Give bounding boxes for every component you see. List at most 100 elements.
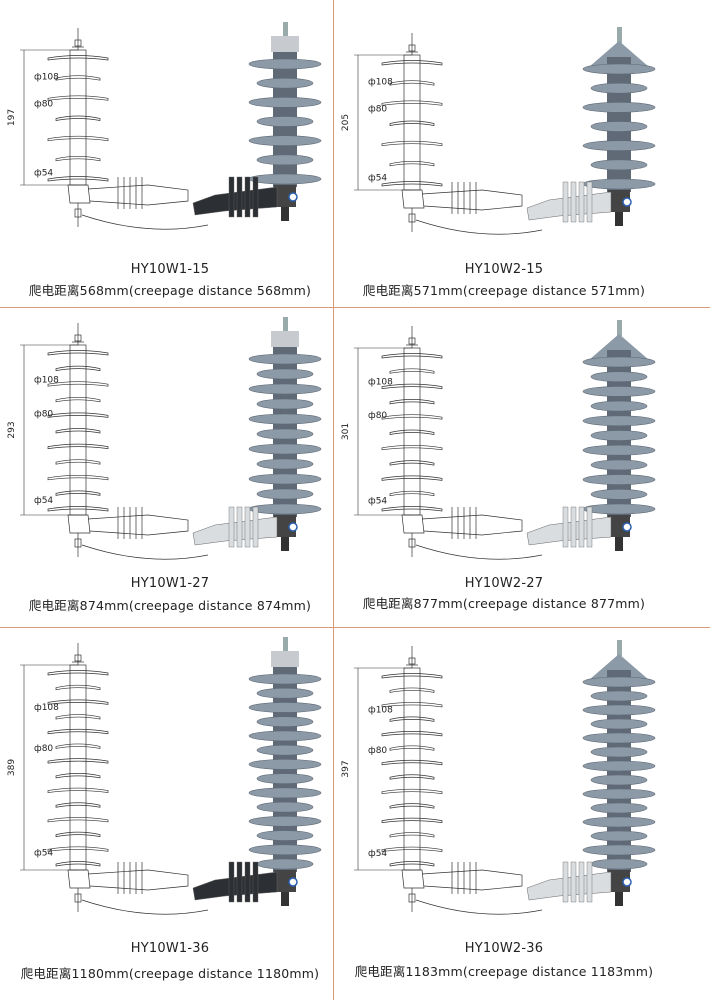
shed	[256, 368, 314, 380]
bracket-fin	[252, 861, 259, 903]
vertical-divider	[333, 0, 334, 1000]
top-cap	[271, 36, 299, 52]
bracket-fin	[236, 506, 243, 548]
height-value: 197	[7, 109, 17, 126]
shed	[590, 718, 648, 730]
height-dimension	[20, 49, 78, 186]
grading-bolt	[288, 522, 298, 532]
diameter-108-label: ф108	[368, 378, 393, 388]
diameter-108-label: ф108	[34, 73, 59, 83]
shed	[582, 63, 656, 75]
shed	[582, 140, 656, 151]
shed	[248, 844, 322, 856]
bottom-terminal	[281, 892, 289, 906]
shed	[590, 802, 648, 814]
bottom-terminal	[615, 212, 623, 226]
top-cone	[589, 334, 649, 360]
diameter-54-label: ф54	[34, 849, 53, 859]
diameter-54-label: ф54	[34, 169, 53, 179]
shed	[590, 774, 648, 786]
mounting-bracket	[526, 871, 612, 901]
bottom-terminal	[615, 537, 623, 551]
bracket-fin	[562, 861, 569, 903]
shed	[256, 858, 314, 870]
diameter-108-label: ф108	[368, 705, 393, 715]
model-label: HY10W2-36	[464, 941, 544, 956]
top-cap	[271, 651, 299, 667]
bracket-fin	[244, 176, 251, 218]
shed	[248, 702, 322, 713]
arrester-photo	[526, 27, 656, 226]
shed	[248, 816, 322, 827]
diameter-80-label: ф80	[34, 100, 53, 110]
shed	[248, 353, 322, 365]
shed	[582, 732, 656, 744]
top-cap	[271, 331, 299, 347]
base	[608, 515, 630, 537]
shed	[582, 816, 656, 828]
shed	[248, 503, 322, 515]
bracket-fin	[236, 861, 243, 903]
shed	[582, 844, 656, 856]
shed	[248, 413, 322, 425]
shed	[582, 356, 656, 368]
shed	[248, 730, 322, 742]
bracket-fin	[244, 861, 251, 903]
diameter-54-label: ф54	[368, 496, 387, 506]
line-drawing	[381, 326, 543, 560]
shed	[590, 489, 648, 500]
height-dimension	[20, 664, 78, 871]
bottom-terminal	[281, 537, 289, 551]
shed	[256, 744, 314, 756]
shed	[590, 82, 648, 94]
horizontal-divider-2	[0, 627, 710, 628]
grading-bolt	[288, 877, 298, 887]
shed	[582, 760, 656, 772]
horizontal-divider-1	[0, 307, 710, 308]
arrester-photo	[526, 640, 656, 906]
shed	[248, 673, 322, 685]
creepage-label: 爬电距离571mm(creepage distance 571mm)	[362, 283, 646, 298]
height-value: 205	[341, 114, 351, 131]
bracket-fin	[244, 506, 251, 548]
model-label: HY10W2-15	[464, 262, 544, 277]
shed	[582, 178, 656, 190]
shed	[582, 503, 656, 515]
shed	[248, 443, 322, 455]
diameter-80-label: ф80	[368, 746, 387, 756]
terminal-stud	[617, 320, 622, 336]
diameter-54-label: ф54	[368, 849, 387, 859]
terminal-stud	[283, 637, 288, 653]
mounting-bracket	[192, 516, 278, 546]
grading-bolt	[622, 877, 632, 887]
shed	[582, 676, 656, 688]
height-value: 293	[7, 421, 17, 438]
bracket-fin	[570, 506, 577, 548]
model-label: HY10W2-27	[464, 576, 544, 591]
shed	[248, 58, 322, 70]
mounting-bracket	[526, 516, 612, 546]
base	[608, 870, 630, 892]
shed	[248, 787, 322, 799]
shed	[582, 788, 656, 800]
line-drawing	[47, 643, 209, 915]
diameter-80-label: ф80	[34, 744, 53, 754]
diameter-80-label: ф80	[368, 105, 387, 115]
bracket-fin	[228, 861, 235, 903]
height-dimension	[20, 344, 78, 516]
shed	[256, 801, 314, 813]
creepage-label: 爬电距离1180mm(creepage distance 1180mm)	[20, 966, 320, 981]
bracket-fin	[562, 506, 569, 548]
mounting-bracket	[192, 871, 278, 901]
height-dimension	[354, 347, 412, 516]
shed	[582, 386, 656, 397]
arrester-photo	[192, 317, 322, 551]
diameter-54-label: ф54	[368, 174, 387, 184]
creepage-label: 爬电距离877mm(creepage distance 877mm)	[362, 596, 646, 611]
bracket-fin	[570, 181, 577, 223]
base	[274, 185, 296, 207]
diameter-108-label: ф108	[34, 703, 59, 713]
